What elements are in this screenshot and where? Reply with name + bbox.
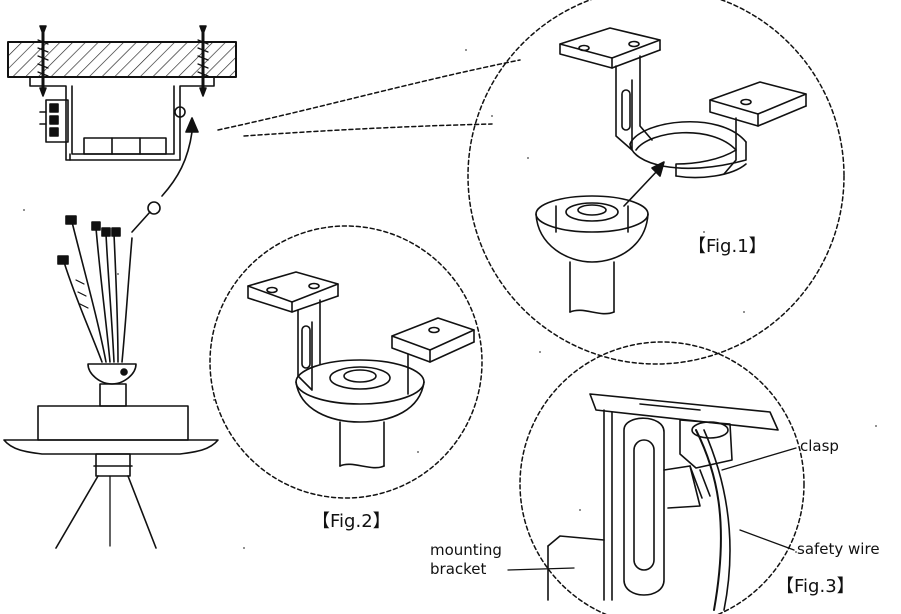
fan-motor-housing <box>3 405 219 455</box>
fig3-leader-lines <box>507 447 797 571</box>
fig1-bracket <box>559 27 807 175</box>
fig2-detail-circle <box>209 225 483 499</box>
ground-screw <box>174 106 186 118</box>
fig2-bracket <box>247 271 475 395</box>
scan-speckles <box>23 49 877 553</box>
terminal-block <box>39 99 69 143</box>
fig1-bracket-ring <box>629 120 747 179</box>
fig3-safety-wire <box>695 429 731 611</box>
mounting-label: mounting <box>430 541 502 559</box>
safety-wire-label: safety wire <box>797 540 880 558</box>
fan-downrod <box>99 383 127 407</box>
wood-screw-left <box>37 25 49 97</box>
fig1-insert-arrow <box>623 161 665 207</box>
fig2-ball-in-bracket <box>295 359 425 469</box>
fig1-canopy-ball <box>535 195 649 315</box>
fig3-label: 【Fig.3】 <box>776 576 855 597</box>
fan-light-stem <box>55 453 157 549</box>
ground-wire-arrow <box>131 117 199 233</box>
fig2-label: 【Fig.2】 <box>312 511 391 532</box>
wood-screw-right <box>197 25 209 97</box>
fan-canopy-ball <box>87 363 137 385</box>
fig1-label: 【Fig.1】 <box>688 236 767 257</box>
fig3-detail-circle <box>519 341 805 614</box>
clasp-label: clasp <box>800 437 839 455</box>
fan-wires <box>57 215 133 363</box>
bracket-label: bracket <box>430 560 487 578</box>
ceiling-bracket <box>29 76 215 161</box>
fig3-ceiling-plate <box>589 393 779 431</box>
fig3-mounting-bracket <box>547 409 701 601</box>
fig1-detail-circle <box>217 0 845 365</box>
fig3-clasp <box>679 419 733 499</box>
